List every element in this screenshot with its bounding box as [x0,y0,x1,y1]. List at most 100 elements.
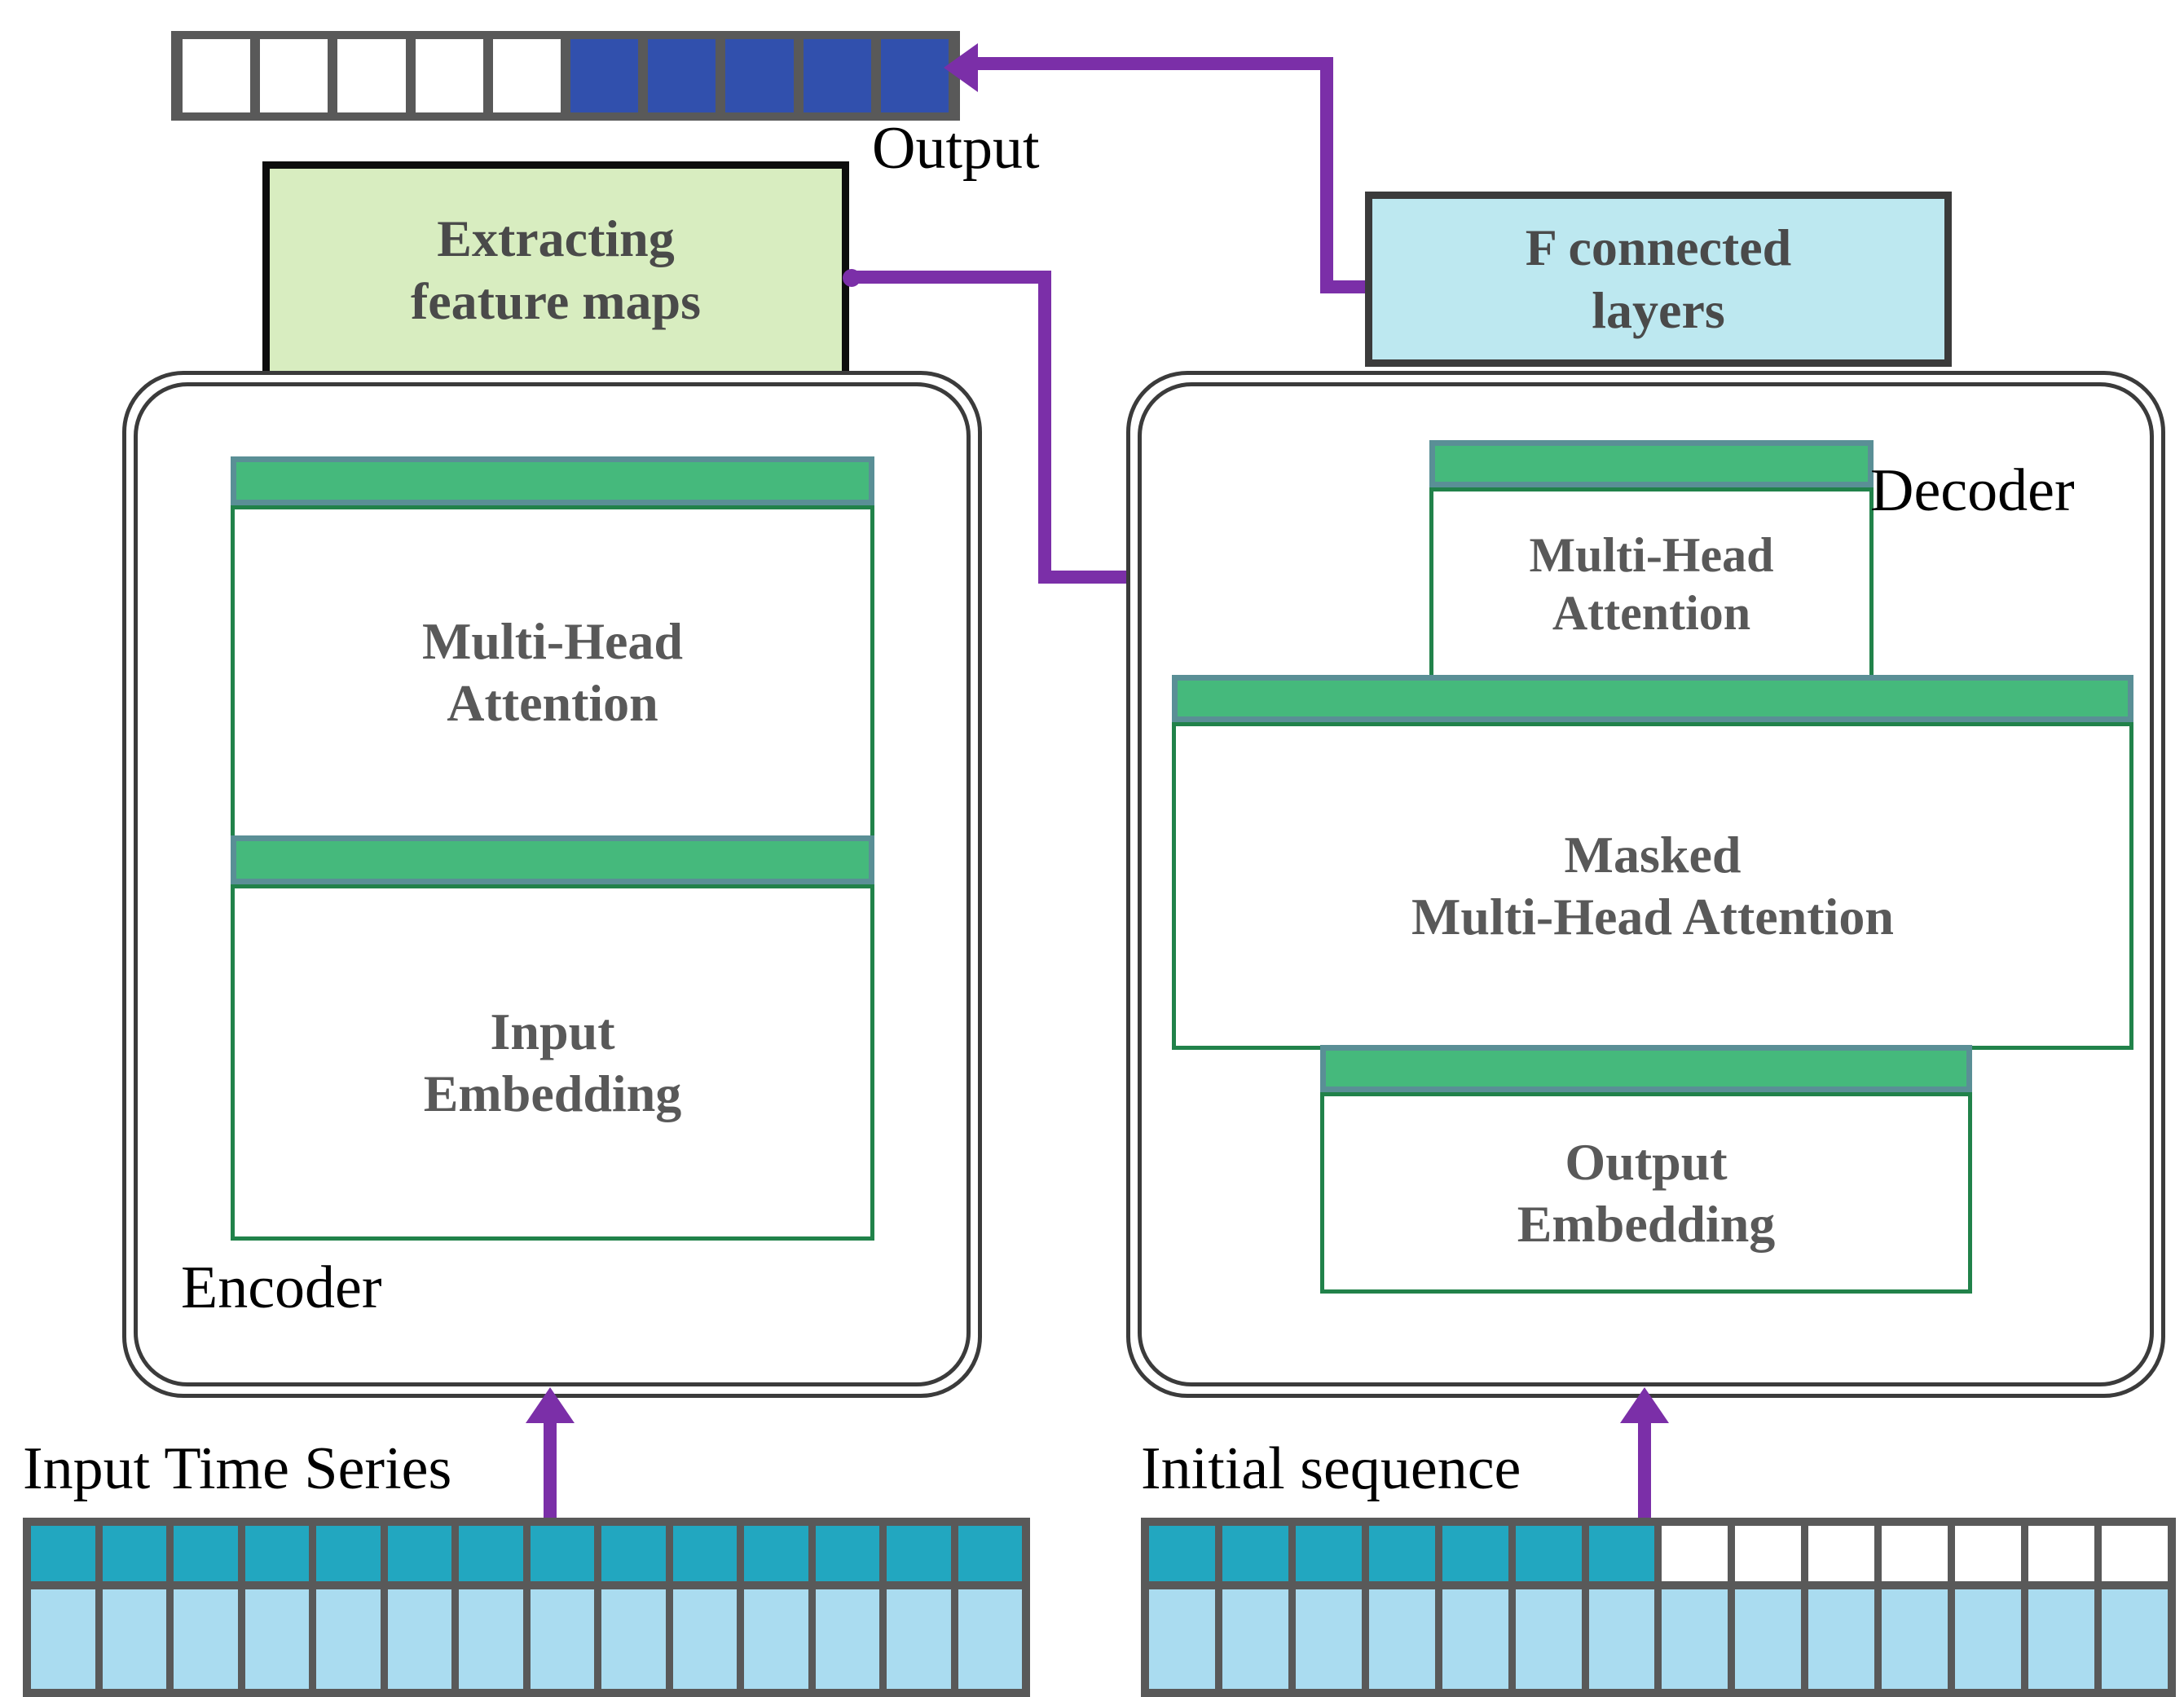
sequence-cell [415,39,483,112]
extracting-feature-maps-line1: Extracting [437,209,675,268]
input-time-series-label: Input Time Series [23,1435,452,1502]
sequence-cell [31,1589,95,1689]
sequence-cell [1442,1526,1508,1581]
sequence-cell [1222,1526,1288,1581]
input-time-series-bottom-row [31,1589,1022,1689]
sequence-cell [1515,1526,1582,1581]
encoder-mha-line1: Multi-Head [422,612,683,671]
decoder-mha-line1: Multi-Head [1529,527,1774,582]
sequence-cell [530,1589,594,1689]
sequence-cell [570,39,639,112]
sequence-cell [1588,1589,1655,1689]
sequence-cell [183,39,251,112]
decoder-masked-mha-header-bar [1172,675,2133,722]
decoder-label: Decoder [1870,457,2075,524]
sequence-cell [1149,1526,1215,1581]
sequence-cell [1735,1589,1802,1689]
output-sequence-bar [171,31,960,121]
sequence-cell [1368,1589,1435,1689]
sequence-cell [887,1526,951,1581]
output-label: Output [872,115,1040,182]
decoder-masked-mha-line2: Multi-Head Attention [1411,888,1894,945]
decoder-output-embedding-body: Output Embedding [1320,1092,1972,1294]
encoder-input-embedding-line1: Input [490,1002,615,1060]
sequence-cell [601,1589,666,1689]
decoder-multi-head-attention-module[interactable]: Multi-Head Attention [1429,440,1874,681]
input-time-series-bar [23,1518,1030,1697]
connector-fc-to-output-horizontal [975,57,1333,70]
decoder-output-embedding-line1: Output [1565,1132,1728,1191]
sequence-cell [459,1526,523,1581]
sequence-cell [1662,1589,1728,1689]
connector-fc-to-output-vertical [1320,57,1333,293]
sequence-cell [459,1589,523,1689]
sequence-cell [1955,1589,2022,1689]
encoder-label: Encoder [181,1254,382,1321]
row-gap [31,1581,1022,1589]
decoder-output-embedding-line2: Embedding [1517,1194,1776,1253]
sequence-cell [803,39,871,112]
sequence-cell [1662,1526,1728,1581]
f-connected-layers-box[interactable]: F connected layers [1365,192,1952,367]
output-sequence-row [183,39,949,112]
sequence-cell [958,1589,1022,1689]
sequence-cell [2028,1526,2094,1581]
row-gap [1149,1581,2168,1589]
sequence-cell [102,1526,166,1581]
sequence-cell [1588,1526,1655,1581]
sequence-cell [672,1526,737,1581]
sequence-cell [1735,1526,1802,1581]
encoder-input-embedding-header-bar [231,835,874,884]
sequence-cell [2101,1526,2168,1581]
sequence-cell [744,1589,808,1689]
sequence-cell [815,1526,879,1581]
sequence-cell [672,1589,737,1689]
sequence-cell [958,1526,1022,1581]
sequence-cell [601,1526,666,1581]
sequence-cell [2028,1589,2094,1689]
sequence-cell [174,1589,238,1689]
sequence-cell [815,1589,879,1689]
decoder-mha-header-bar [1429,440,1874,487]
encoder-input-embedding-module[interactable]: Input Embedding [231,835,874,1241]
sequence-cell [648,39,716,112]
sequence-cell [1515,1589,1582,1689]
sequence-cell [260,39,328,112]
f-connected-layers-line2: layers [1592,280,1725,339]
initial-sequence-bar [1141,1518,2176,1697]
sequence-cell [316,1589,381,1689]
connector-input-series-vertical [544,1418,557,1524]
encoder-input-embedding-line2: Embedding [423,1064,682,1122]
connector-initial-sequence-vertical [1638,1418,1651,1524]
encoder-mha-line2: Attention [447,674,658,732]
extracting-feature-maps-line2: feature maps [410,272,702,330]
encoder-mha-header-bar [231,456,874,505]
sequence-cell [1368,1526,1435,1581]
sequence-cell [1955,1526,2022,1581]
decoder-masked-mha-body: Masked Multi-Head Attention [1172,722,2133,1050]
initial-sequence-bottom-row [1149,1589,2168,1689]
sequence-cell [1222,1589,1288,1689]
sequence-cell [887,1589,951,1689]
sequence-cell [880,39,949,112]
sequence-cell [337,39,406,112]
decoder-output-embedding-module[interactable]: Output Embedding [1320,1045,1972,1294]
connector-featuremaps-horizontal-1 [848,271,1051,284]
sequence-cell [244,1589,309,1689]
sequence-cell [387,1589,451,1689]
sequence-cell [31,1526,95,1581]
extracting-feature-maps-box[interactable]: Extracting feature maps [262,161,849,380]
sequence-cell [492,39,561,112]
sequence-cell [244,1526,309,1581]
encoder-multi-head-attention-module[interactable]: Multi-Head Attention [231,456,874,840]
sequence-cell [725,39,794,112]
connector-featuremaps-vertical [1038,271,1051,584]
sequence-cell [174,1526,238,1581]
decoder-masked-multi-head-attention-module[interactable]: Masked Multi-Head Attention [1172,675,2133,1050]
sequence-cell [1442,1589,1508,1689]
sequence-cell [102,1589,166,1689]
decoder-masked-mha-line1: Masked [1564,826,1741,884]
decoder-mha-line2: Attention [1552,585,1751,640]
encoder-mha-body: Multi-Head Attention [231,505,874,840]
input-series-arrowhead-icon [526,1387,575,1423]
